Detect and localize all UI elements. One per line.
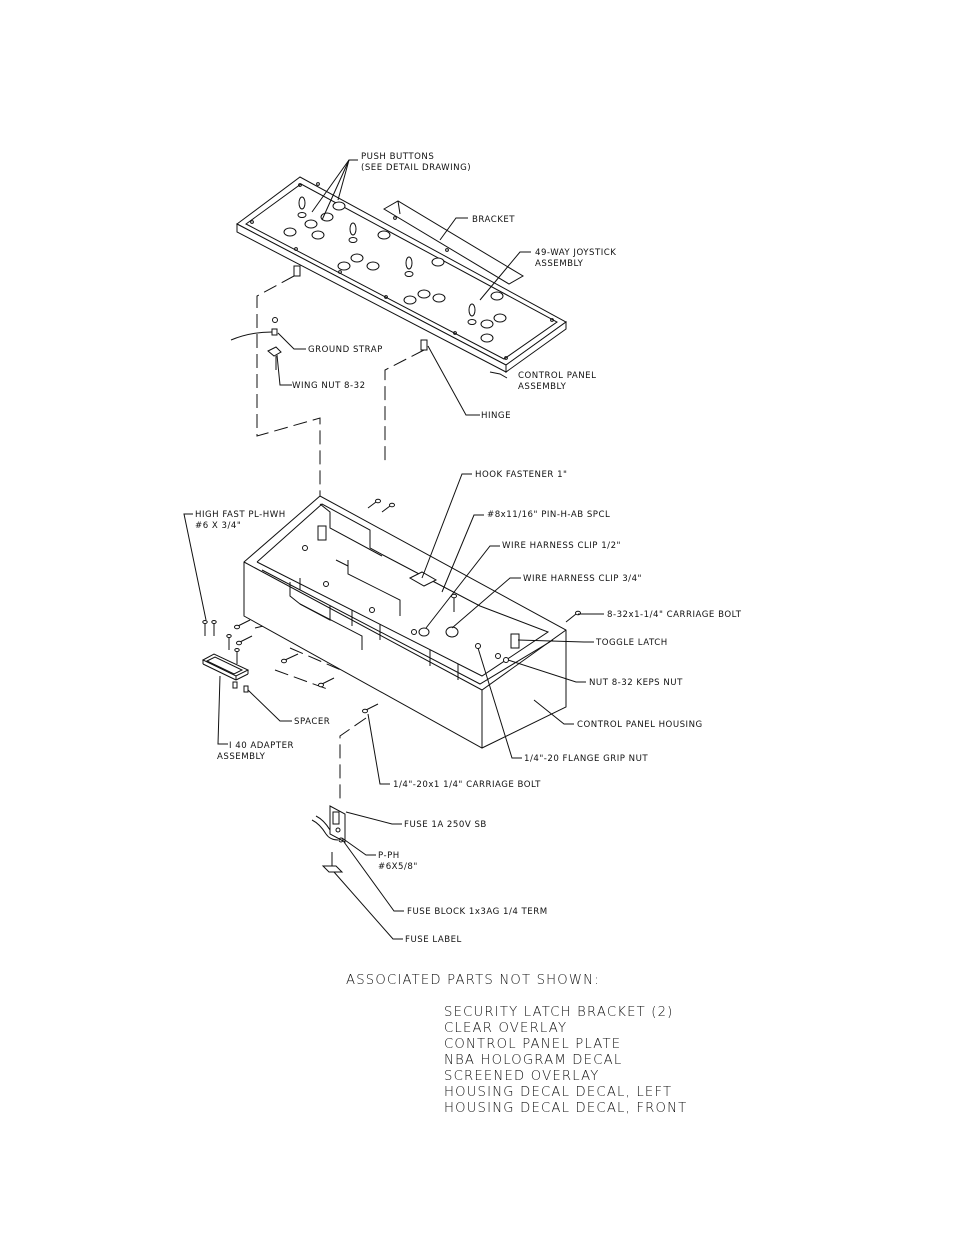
label-keps-nut: NUT 8-32 KEPS NUT xyxy=(589,678,683,688)
label-adapter: I 40 ADAPTER ASSEMBLY xyxy=(217,741,297,762)
label-spacer: SPACER xyxy=(294,717,330,727)
push-buttons xyxy=(283,201,507,343)
label-housing: CONTROL PANEL HOUSING xyxy=(577,720,703,730)
adapter-assembly xyxy=(201,653,250,681)
callout-labels: PUSH BUTTONS (SEE DETAIL DRAWING) BRACKE… xyxy=(195,152,742,945)
label-fuse-block: FUSE BLOCK 1x3AG 1/4 TERM xyxy=(407,907,548,917)
label-fuse-label: FUSE LABEL xyxy=(405,935,462,945)
label-joystick: 49-WAY JOYSTICK ASSEMBLY xyxy=(535,248,620,269)
label-pin: #8x11/16" PIN-H-AB SPCL xyxy=(487,510,610,520)
control-panel-housing xyxy=(243,495,567,749)
associated-items-list: SECURITY LATCH BRACKET (2) CLEAR OVERLAY… xyxy=(444,1005,687,1116)
fuse-block-assembly xyxy=(311,805,346,873)
label-ground-strap: GROUND STRAP xyxy=(308,345,383,355)
associated-parts-notes: ASSOCIATED PARTS NOT SHOWN: SECURITY LAT… xyxy=(346,973,687,1116)
bolts-and-screws xyxy=(202,498,581,714)
label-push-buttons: PUSH BUTTONS (SEE DETAIL DRAWING) xyxy=(361,152,471,173)
panel-screw-holes xyxy=(250,182,554,360)
label-control-panel-assembly: CONTROL PANEL ASSEMBLY xyxy=(518,371,600,392)
label-hinge: HINGE xyxy=(481,411,511,421)
joysticks xyxy=(297,196,477,325)
label-carriage-bolt-8-32: 8-32x1-1/4" CARRIAGE BOLT xyxy=(607,610,742,620)
label-toggle-latch: TOGGLE LATCH xyxy=(595,638,668,648)
label-fuse: FUSE 1A 250V SB xyxy=(404,820,487,830)
label-wing-nut: WING NUT 8-32 xyxy=(292,381,366,391)
label-wire-clip-half: WIRE HARNESS CLIP 1/2" xyxy=(502,541,621,551)
label-carriage-bolt-quarter: 1/4"-20x1 1/4" CARRIAGE BOLT xyxy=(393,780,541,790)
label-hook-fastener: HOOK FASTENER 1" xyxy=(475,470,568,480)
associated-heading: ASSOCIATED PARTS NOT SHOWN: xyxy=(346,973,600,988)
label-flange-nut: 1/4"-20 FLANGE GRIP NUT xyxy=(524,754,648,764)
label-high-fast: HIGH FAST PL-HWH #6 X 3/4" xyxy=(195,510,289,531)
leader-lines xyxy=(183,159,604,940)
ground-strap xyxy=(230,317,282,357)
label-wire-clip-three-quarter: WIRE HARNESS CLIP 3/4" xyxy=(523,574,642,584)
label-bracket: BRACKET xyxy=(472,215,515,225)
label-pph: P-PH #6X5/8" xyxy=(378,851,418,872)
control-panel-assembly xyxy=(236,176,567,373)
